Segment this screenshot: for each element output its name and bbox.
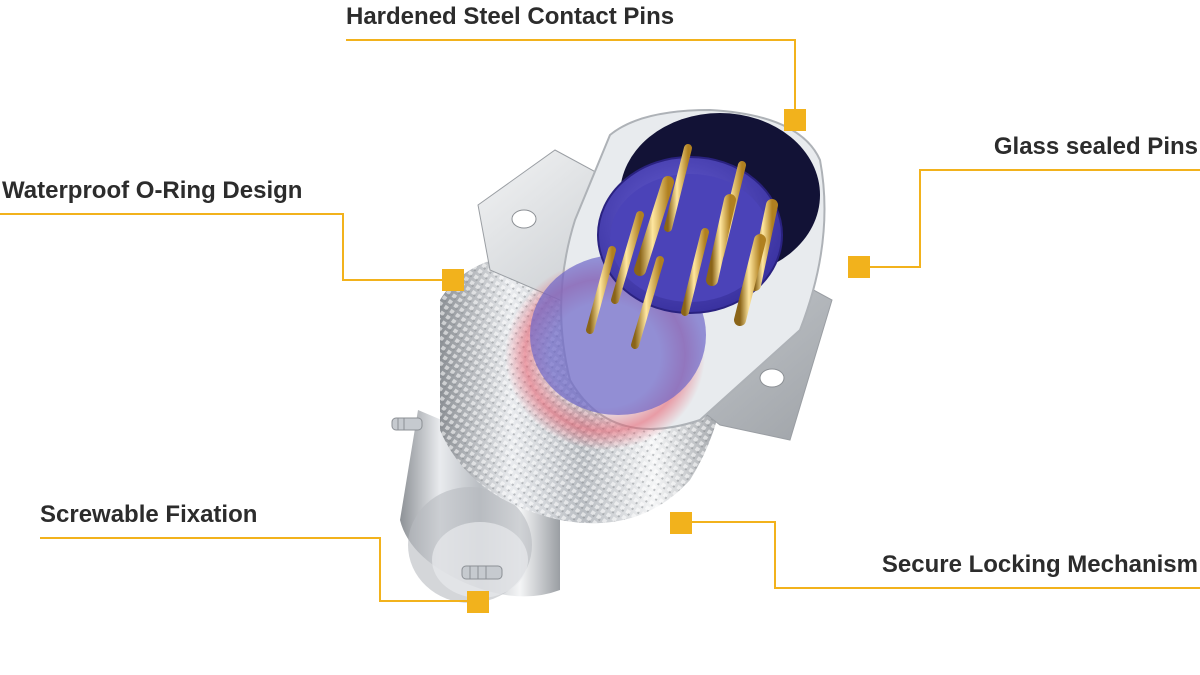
contact-pin [734,234,766,326]
label-secure-locking-mechanism: Secure Locking Mechanism [881,551,1198,578]
contact-pin [681,228,709,316]
contact-pin [611,211,644,304]
leader-waterproof-o-ring-design [0,213,442,281]
contact-pin [634,176,674,276]
label-hardened-steel-contact-pins: Hardened Steel Contact Pins [346,3,675,30]
fixation-screw-lower [461,565,503,580]
label-glass-sealed-pins: Glass sealed Pins [993,133,1198,160]
leader-secure-locking-mechanism [692,521,1200,589]
callout-marker [848,256,870,278]
callout-leaders [0,39,1200,613]
callout-marker [670,512,692,534]
connector-illustration [391,108,833,603]
contact-pin [664,144,692,232]
label-waterproof-o-ring-design: Waterproof O-Ring Design [2,177,303,204]
fixation-screw-upper [391,417,423,431]
leader-hardened-steel-contact-pins [346,39,796,110]
leader-glass-sealed-pins [860,169,1200,268]
callout-marker [467,591,489,613]
contact-pin [706,194,736,286]
callout-marker [442,269,464,291]
callout-marker [784,109,806,131]
contact-pin [631,256,664,349]
label-screwable-fixation: Screwable Fixation [40,501,258,528]
leader-screwable-fixation [40,537,468,602]
contact-pin [586,246,616,334]
contact-pins [586,144,778,349]
